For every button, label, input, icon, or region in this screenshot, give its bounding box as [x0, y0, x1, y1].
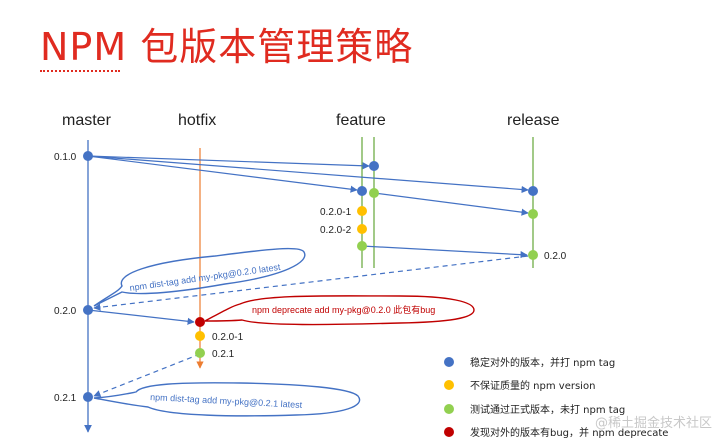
arrow-feature-to-release-1	[373, 192, 529, 216]
legend-text-green: 测试通过正式版本，未打 npm tag	[470, 403, 625, 416]
node-feature-blue-1	[369, 161, 379, 171]
watermark: @稀土掘金技术社区	[594, 416, 712, 431]
arrow-010-to-feature-a	[87, 155, 358, 193]
version-label-010: 0.1.0	[54, 152, 77, 163]
version-label-020-release: 0.2.0	[544, 251, 567, 262]
node-feature-green-1	[369, 188, 379, 198]
arrow-feature-to-release-2	[361, 245, 528, 259]
tag-021-callout-bubble	[93, 382, 361, 417]
legend-swatch-green	[444, 404, 454, 414]
lane-label-release: release	[507, 112, 560, 129]
node-feature-blue-2	[357, 186, 367, 196]
deprecate-note: npm deprecate add my-pkg@0.2.0 此包有bug	[252, 304, 435, 315]
page-title: NPM 包版本管理策略	[40, 25, 414, 69]
version-label-020-master: 0.2.0	[54, 306, 77, 317]
arrow-010-to-feature-b	[87, 155, 370, 170]
node-feature-0202	[357, 224, 367, 234]
node-release-green-1	[528, 209, 538, 219]
node-feature-green-2	[357, 241, 367, 251]
node-feature-0201	[357, 206, 367, 216]
deprecate-callout-bubble	[204, 295, 475, 326]
version-label-0201-feature: 0.2.0-1	[320, 207, 352, 218]
arrow-010-to-release	[87, 155, 529, 194]
legend-text-blue: 稳定对外的版本，并打 npm tag	[470, 356, 615, 369]
node-master-021	[83, 392, 93, 402]
lane-label-hotfix: hotfix	[178, 112, 216, 129]
version-label-0202-feature: 0.2.0-2	[320, 225, 352, 236]
tag-020-callout-bubble	[93, 247, 306, 307]
node-master-010	[83, 151, 93, 161]
title-spellcheck-underline	[40, 70, 120, 72]
legend-swatch-blue	[444, 357, 454, 367]
lane-label-master: master	[62, 112, 112, 129]
node-release-blue	[528, 186, 538, 196]
node-hotfix-deprecated	[195, 317, 205, 327]
node-hotfix-0201	[195, 331, 205, 341]
legend: 稳定对外的版本，并打 npm tag 不保证质量的 npm version 测试…	[444, 356, 668, 439]
version-label-021-hotfix: 0.2.1	[212, 349, 235, 360]
legend-swatch-yellow	[444, 380, 454, 390]
legend-swatch-red	[444, 427, 454, 437]
node-release-020	[528, 250, 538, 260]
version-label-0201-hotfix: 0.2.0-1	[212, 332, 244, 343]
lane-label-feature: feature	[336, 112, 386, 129]
arrow-release-to-master-dashed	[93, 255, 529, 311]
version-label-021-master: 0.2.1	[54, 393, 77, 404]
tag-021-note: npm dist-tag add my-pkg@0.2.1 latest	[150, 392, 303, 410]
node-hotfix-021	[195, 348, 205, 358]
legend-text-yellow: 不保证质量的 npm version	[470, 379, 595, 392]
arrow-master-to-hotfix	[87, 309, 195, 325]
legend-text-red: 发现对外的版本有bug，并 npm deprecate	[470, 426, 668, 439]
arrow-hotfix-to-master-dashed	[93, 353, 201, 397]
node-master-020	[83, 305, 93, 315]
